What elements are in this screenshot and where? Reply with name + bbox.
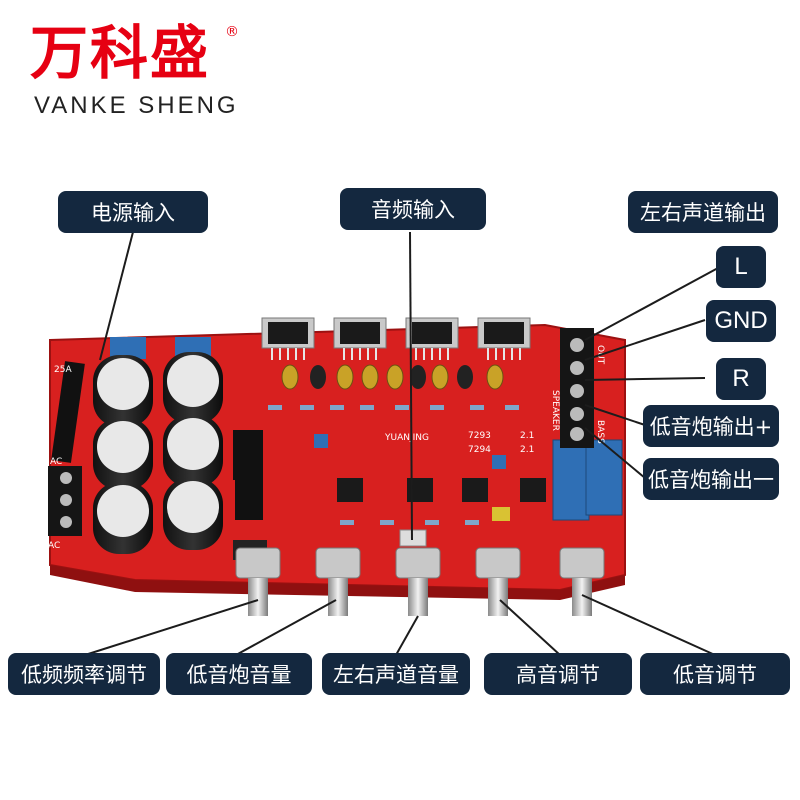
board-model-2: 7294 [468,445,491,455]
label-low-freq-adjust: 低频频率调节 [8,653,160,695]
blue-box-capacitors [552,439,623,521]
amplifier-ic-2 [333,317,387,349]
brand-name-cn: 万科盛 [30,19,211,87]
label-power-input: 电源输入 [58,191,208,233]
label-bass-adjust: 低音调节 [640,653,790,695]
potentiometer-bass [559,547,605,616]
amplifier-ic-1 [261,317,315,349]
label-sub-out-plus: 低音炮输出+ [643,405,779,447]
board-suffix-2: 2.1 [520,445,534,455]
registered-mark: ® [225,24,239,40]
potentiometer-lr-volume [395,547,441,616]
label-audio-input: 音频输入 [340,188,486,230]
filter-capacitors [93,337,223,554]
board-name: YUANJING [384,433,429,443]
power-terminal [48,466,82,536]
board-speaker: SPEAKER [550,390,560,431]
fuse-block [51,361,85,463]
label-l: L [716,246,766,288]
label-gnd: GND [706,300,776,342]
potentiometer-sub-volume [315,547,361,616]
board-bass: BASS [595,420,605,444]
label-lr-volume: 左右声道音量 [322,653,470,695]
label-treble-adjust: 高音调节 [484,653,632,695]
audio-input-connector [399,529,427,547]
amplifier-ic-3 [405,317,459,349]
label-sub-volume: 低音炮音量 [166,653,312,695]
potentiometer-treble [475,547,521,616]
board-fuse-label: 25A [54,365,72,375]
board-model-1: 7293 [468,431,491,441]
label-r: R [716,358,766,400]
board-ac-bottom: AC [48,541,60,551]
label-sub-out-minus: 低音炮输出一 [643,458,779,500]
label-lr-output: 左右声道输出 [628,191,778,233]
potentiometer-low-freq [235,547,281,616]
speaker-terminal [560,328,594,448]
brand-logo: 万科盛 ® VANKE SHENG [30,18,290,128]
callout-lines [84,231,719,656]
amplifier-ic-4 [477,317,531,349]
board-suffix-1: 2.1 [520,431,534,441]
brand-name-en: VANKE SHENG [34,92,239,119]
board-ac-top: AC [50,457,62,467]
